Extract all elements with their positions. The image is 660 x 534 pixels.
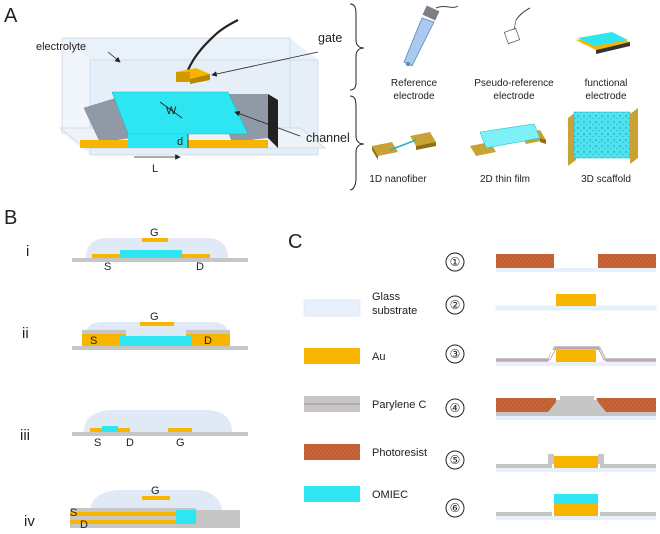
thin-film-icon [470,123,546,156]
legend-omiec-label: OMIEC [372,489,408,501]
row-ii-drain-label: D [204,335,212,347]
row-i-numeral: i [26,243,29,260]
gate-brace [349,3,365,91]
dim-l-label: L [152,163,158,175]
gate-option-3-line1: functional [585,78,628,89]
channel-film [111,91,249,148]
channel-option-1-label: 1D nanofiber [369,174,427,185]
step-numbers: ① ② ③ ④ ⑤ ⑥ [445,252,465,518]
functional-electrode-icon [576,32,630,54]
step-5-number: ⑤ [450,453,461,467]
row-i-drain-label: D [196,261,204,273]
legend-glass-line2: substrate [372,305,417,317]
gate-electrode [176,19,239,84]
panel-b-row-iv: iv G S D [24,485,240,531]
row-iv-drain-label: D [80,519,88,531]
gate-option-2-line1: Pseudo-reference [474,78,554,89]
panel-b-row-ii: ii G S D [22,311,248,350]
legend-parylene-label: Parylene C [372,399,426,411]
panel-a: A [4,3,638,191]
legend-gold-label: Au [372,351,385,363]
row-ii-gate-label: G [150,311,159,323]
legend-photoresist-label: Photoresist [372,447,427,459]
gate-option-3-line2: electrode [585,91,627,102]
panel-a-letter: A [4,5,18,27]
step-6-number: ⑥ [450,501,461,515]
gate-option-2-line2: electrode [493,91,535,102]
channel-option-2-label: 2D thin film [480,174,530,185]
legend-gold: Au [304,348,385,364]
panel-b-row-iii: iii S D G [20,410,248,449]
step-5-diagram [496,454,656,472]
row-iii-drain-label: D [126,437,134,449]
channel-dimensions: W d L [134,101,189,175]
step-2-number: ② [450,298,461,312]
gate-options-labels: Reference electrode Pseudo-reference ele… [391,78,627,102]
panel-b-row-i: i G S D [26,227,248,273]
nanofiber-icon [372,132,436,160]
row-i-gate-label: G [150,227,159,239]
pseudo-reference-electrode-icon [503,7,531,45]
legend-omiec: OMIEC [304,486,408,502]
step-3-number: ③ [450,347,461,361]
dim-w-label: W [166,105,177,117]
row-iii-gate-label: G [176,437,185,449]
channel-brace [349,95,365,191]
legend-glass: Glass substrate [303,291,417,317]
step-2-diagram [495,294,657,311]
panel-c: C Glass substrate Au Parylene C Photores… [288,231,657,520]
panel-c-letter: C [288,231,302,253]
legend-parylene: Parylene C [304,396,426,412]
step-4-diagram [496,396,656,420]
step-3-diagram [496,346,656,366]
row-ii-numeral: ii [22,325,29,342]
step-1-diagram [496,254,656,272]
step-1-number: ① [450,255,461,269]
row-iv-numeral: iv [24,513,35,530]
row-iv-gate-label: G [151,485,160,497]
channel-option-3-label: 3D scaffold [581,174,631,185]
row-i-source-label: S [104,261,111,273]
reference-electrode-icon [403,5,459,67]
step-4-number: ④ [450,401,461,415]
row-ii-source-label: S [90,335,97,347]
legend-glass-line1: Glass [372,291,401,303]
row-iii-numeral: iii [20,427,30,444]
step-6-diagram [496,494,656,520]
channel-label: channel [306,131,350,145]
legend-photoresist: Photoresist [304,444,427,460]
gate-option-1-line2: electrode [393,91,435,102]
gate-option-1-line1: Reference [391,78,438,89]
electrolyte-label: electrolyte [36,41,86,53]
dim-d-label: d [177,136,183,148]
row-iv-source-label: S [70,507,77,519]
panel-b-letter: B [4,207,17,229]
channel-options-labels: 1D nanofiber 2D thin film 3D scaffold [369,174,631,185]
panel-b: B i G S D ii G S D [4,207,248,531]
gate-label: gate [318,31,342,45]
scaffold-icon [568,108,638,166]
row-iii-source-label: S [94,437,101,449]
